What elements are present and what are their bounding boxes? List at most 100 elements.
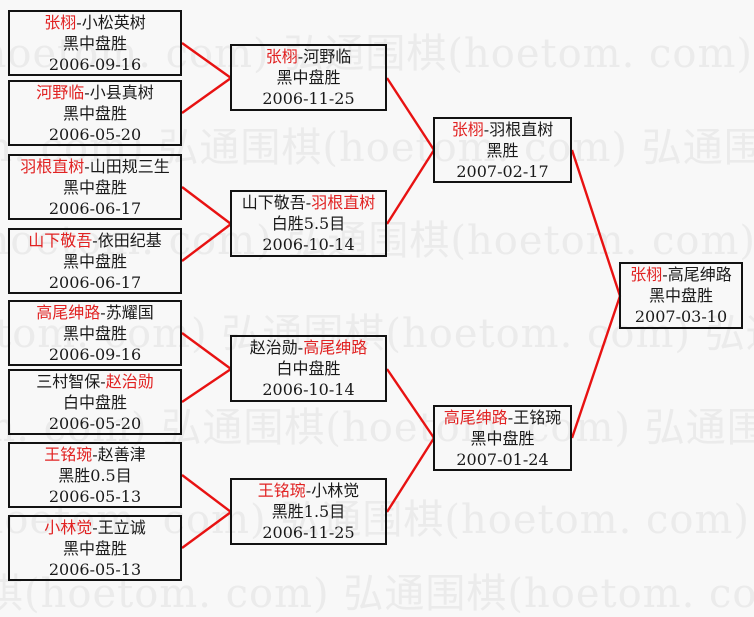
match-box-final: 张栩-高尾绅路 黑中盘胜 2007-03-10 [619, 262, 743, 329]
match-box-r1-6: 三村智保-赵治勋 白中盘胜 2006-05-20 [8, 369, 182, 435]
match-date: 2006-06-17 [48, 198, 142, 218]
match-date: 2006-11-25 [262, 523, 355, 542]
match-players: 高尾绅路-苏耀国 [10, 302, 180, 323]
player-winner: 小林觉 [44, 517, 93, 537]
player-loser: 山田规三生 [89, 156, 170, 176]
match-result: 白中盘胜 [62, 392, 127, 412]
vs-dash: - [297, 338, 304, 357]
match-players: 张栩-高尾绅路 [621, 264, 741, 285]
player-winner: 张栩 [630, 265, 663, 284]
player-winner: 赵治勋 [105, 371, 154, 391]
connector-line [181, 368, 232, 403]
match-result: 黑中盘胜 [470, 428, 535, 448]
player-winner: 高尾绅路 [303, 338, 368, 357]
player-loser: 王立诚 [97, 517, 146, 537]
vs-dash: - [305, 193, 312, 212]
vs-dash: - [483, 119, 490, 139]
match-result: 黑中盘胜 [62, 177, 127, 197]
player-winner: 羽根直树 [311, 193, 376, 212]
player-winner: 王铭琬 [257, 481, 306, 500]
connector-line [181, 223, 232, 262]
vs-dash: - [305, 481, 312, 500]
match-box-r1-8: 小林觉-王立诚 黑中盘胜 2006-05-13 [8, 515, 182, 581]
match-result: 黑胜0.5目 [58, 465, 132, 485]
vs-dash: - [76, 12, 82, 32]
connector-line [181, 474, 232, 513]
player-loser: 小县真树 [89, 82, 154, 102]
player-loser: 依田纪基 [97, 230, 162, 250]
match-box-r1-7: 王铭琬-赵善津 黑胜0.5目 2006-05-13 [8, 442, 182, 508]
match-result: 黑中盘胜 [276, 68, 341, 87]
match-players: 山下敬吾-依田纪基 [10, 230, 180, 251]
vs-dash: - [100, 371, 106, 391]
match-date: 2006-10-14 [262, 380, 355, 399]
connector-line [181, 42, 232, 79]
match-result: 黑中盘胜 [62, 103, 127, 123]
match-players: 山下敬吾-羽根直树 [232, 192, 385, 213]
match-box-r1-1: 张栩-小松英树 黑中盘胜 2006-09-16 [8, 10, 182, 76]
vs-dash: - [297, 47, 304, 66]
match-players: 赵治勋-高尾绅路 [232, 337, 385, 358]
match-players: 河野临-小县真树 [10, 82, 180, 103]
vs-dash: - [92, 444, 98, 464]
match-players: 王铭琬-小林觉 [232, 480, 385, 501]
match-players: 高尾绅路-王铭琬 [435, 407, 570, 428]
player-winner: 张栩 [265, 47, 298, 66]
vs-dash: - [84, 156, 90, 176]
match-date: 2006-05-20 [48, 124, 142, 144]
player-winner: 山下敬吾 [28, 230, 93, 250]
connector-line [181, 332, 232, 370]
match-result: 黑胜 [486, 140, 519, 160]
vs-dash: - [100, 302, 106, 322]
connector-line [386, 368, 435, 439]
match-box-r2-4: 王铭琬-小林觉 黑胜1.5目 2006-11-25 [230, 478, 387, 545]
match-box-sf-2: 高尾绅路-王铭琬 黑中盘胜 2007-01-24 [433, 405, 572, 471]
connector-line [181, 511, 232, 549]
player-loser: 苏耀国 [105, 302, 154, 322]
connector-line [385, 149, 436, 225]
match-date: 2006-09-16 [48, 54, 142, 74]
match-players: 张栩-河野临 [232, 46, 385, 67]
connector-line [181, 77, 232, 114]
match-box-r1-2: 河野临-小县真树 黑中盘胜 2006-05-20 [8, 80, 182, 146]
match-box-r2-3: 赵治勋-高尾绅路 白中盘胜 2006-10-14 [230, 335, 387, 402]
match-date: 2006-11-25 [262, 89, 355, 108]
match-result: 黑中盘胜 [62, 251, 127, 271]
player-loser: 三村智保 [36, 371, 101, 391]
vs-dash: - [92, 230, 98, 250]
connector-line [385, 437, 436, 513]
match-box-r2-2: 山下敬吾-羽根直树 白胜5.5目 2006-10-14 [230, 190, 387, 257]
match-date: 2007-01-24 [456, 449, 549, 469]
connector-line [181, 186, 232, 225]
match-date: 2007-03-10 [634, 307, 728, 326]
match-players: 三村智保-赵治勋 [10, 371, 180, 392]
match-players: 王铭琬-赵善津 [10, 444, 180, 465]
match-date: 2006-05-13 [48, 559, 142, 579]
match-result: 白中盘胜 [276, 359, 341, 378]
player-winner: 羽根直树 [20, 156, 85, 176]
match-date: 2006-06-17 [48, 272, 142, 292]
connector-line [570, 295, 622, 439]
match-result: 黑中盘胜 [62, 33, 127, 53]
player-winner: 王铭琬 [44, 444, 93, 464]
connector-line [570, 149, 622, 297]
player-winner: 高尾绅路 [443, 407, 508, 427]
match-players: 小林觉-王立诚 [10, 517, 180, 538]
match-box-sf-1: 张栩-羽根直树 黑胜 2007-02-17 [433, 117, 572, 183]
connector-line [385, 77, 436, 151]
player-loser: 山下敬吾 [241, 193, 306, 212]
player-loser: 小林觉 [311, 481, 360, 500]
match-box-r1-4: 山下敬吾-依田纪基 黑中盘胜 2006-06-17 [8, 228, 182, 294]
player-loser: 王铭琬 [513, 407, 562, 427]
match-box-r1-3: 羽根直树-山田规三生 黑中盘胜 2006-06-17 [8, 154, 182, 220]
match-date: 2006-05-20 [48, 413, 142, 433]
match-result: 黑中盘胜 [62, 323, 127, 343]
match-date: 2007-02-17 [456, 161, 549, 181]
vs-dash: - [507, 407, 514, 427]
match-date: 2006-10-14 [262, 235, 355, 254]
player-winner: 张栩 [451, 119, 484, 139]
match-result: 黑中盘胜 [62, 538, 127, 558]
player-winner: 河野临 [36, 82, 85, 102]
vs-dash: - [92, 517, 98, 537]
match-players: 羽根直树-山田规三生 [10, 156, 180, 177]
